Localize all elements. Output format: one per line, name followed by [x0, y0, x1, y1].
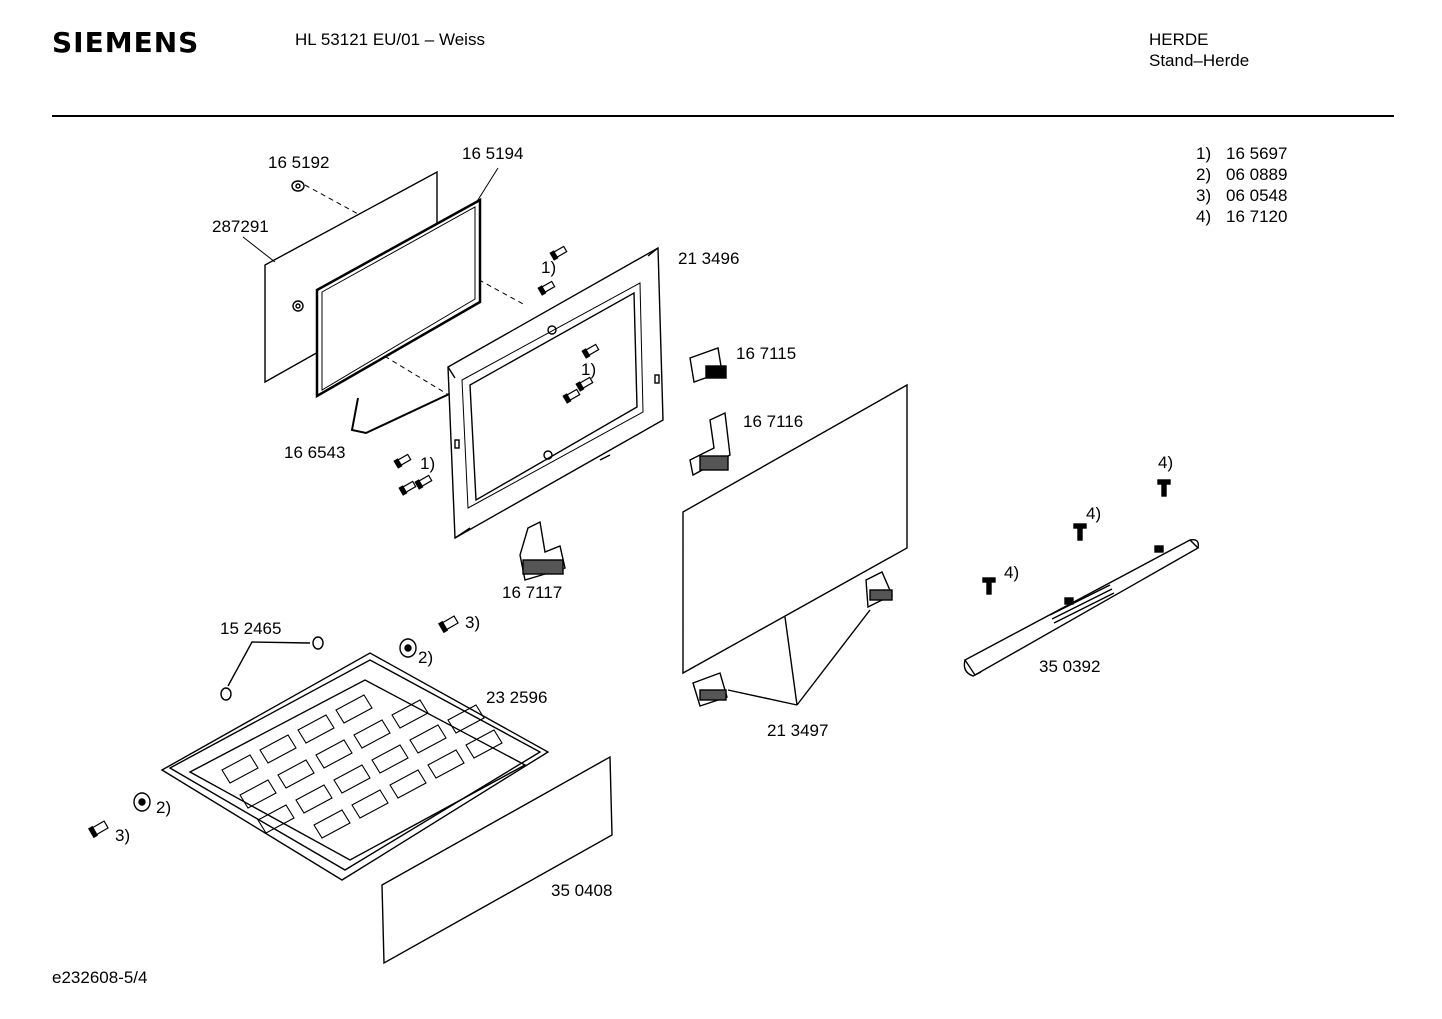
category-label: HERDE: [1149, 30, 1209, 49]
ref-marker: 4): [1086, 504, 1101, 523]
part-label: 16 7115: [736, 344, 796, 363]
wire-clip-part: [350, 387, 463, 435]
part-label: 35 0392: [1039, 657, 1100, 676]
ref-marker: 2): [156, 798, 171, 817]
leader-lines: [242, 167, 499, 263]
legend-key: 2): [1196, 165, 1212, 184]
drawer-front-panel-part: [381, 755, 613, 965]
part-label: 23 2596: [486, 688, 547, 707]
tray-grid-cells: [221, 694, 503, 839]
part-label: 35 0408: [551, 881, 612, 900]
header-divider: [52, 115, 1394, 117]
part-label: 16 7116: [743, 412, 803, 431]
legend-row: 1) 16 5697: [1196, 143, 1287, 164]
diagram-code: e232608-5/4: [52, 968, 148, 987]
model-title: HL 53121 EU/01 – Weiss: [295, 30, 485, 49]
legend-part: 16 7120: [1226, 207, 1288, 226]
brand-logo: SIEMENS: [52, 26, 200, 59]
baking-tray-part: [160, 652, 550, 881]
door-handle-part: [963, 538, 1200, 677]
part-label: 16 5194: [462, 144, 523, 163]
screw-icons-4: [982, 479, 1171, 595]
part-label: 287291: [212, 217, 269, 236]
bushing-parts: [133, 638, 417, 812]
legend-key: 3): [1196, 186, 1212, 205]
hinge-part-167115: [689, 347, 727, 383]
legend-part: 06 0889: [1226, 165, 1288, 184]
ref-marker: 3): [115, 826, 130, 845]
legend-row: 3) 06 0548: [1196, 185, 1287, 206]
screw-icons: [88, 245, 600, 839]
outer-glass-panel-part: [682, 383, 908, 707]
legend-part: 06 0548: [1226, 186, 1288, 205]
inner-door-frame-part: [447, 246, 664, 540]
subcategory-label: Stand–Herde: [1149, 51, 1250, 70]
ref-marker: 3): [465, 613, 480, 632]
legend-row: 4) 16 7120: [1196, 206, 1287, 227]
part-label: 15 2465: [220, 619, 281, 638]
legend-key: 4): [1196, 207, 1212, 226]
door-seal-part: [315, 197, 482, 399]
ref-marker: 4): [1158, 453, 1173, 472]
hinge-part-167116: [689, 411, 731, 477]
ref-marker: 1): [541, 258, 556, 277]
ref-marker: 2): [418, 648, 433, 667]
ref-marker: 1): [420, 454, 435, 473]
part-label: 21 3496: [678, 249, 739, 268]
parts-legend: 1) 16 5697 2) 06 0889 3) 06 0548 4) 16 7120: [1196, 143, 1287, 227]
ref-marker: 4): [1004, 563, 1019, 582]
legend-row: 2) 06 0889: [1196, 164, 1287, 185]
hinge-part-167117: [519, 520, 566, 581]
ref-marker: 1): [581, 360, 596, 379]
tray-washer-parts: [220, 636, 324, 701]
legend-part: 16 5697: [1226, 144, 1288, 163]
part-label: 16 7117: [502, 583, 562, 602]
washer-part: [291, 180, 305, 192]
part-label: 16 5192: [268, 153, 329, 172]
legend-key: 1): [1196, 144, 1212, 163]
part-label: 16 6543: [284, 443, 345, 462]
part-label: 21 3497: [767, 721, 828, 740]
